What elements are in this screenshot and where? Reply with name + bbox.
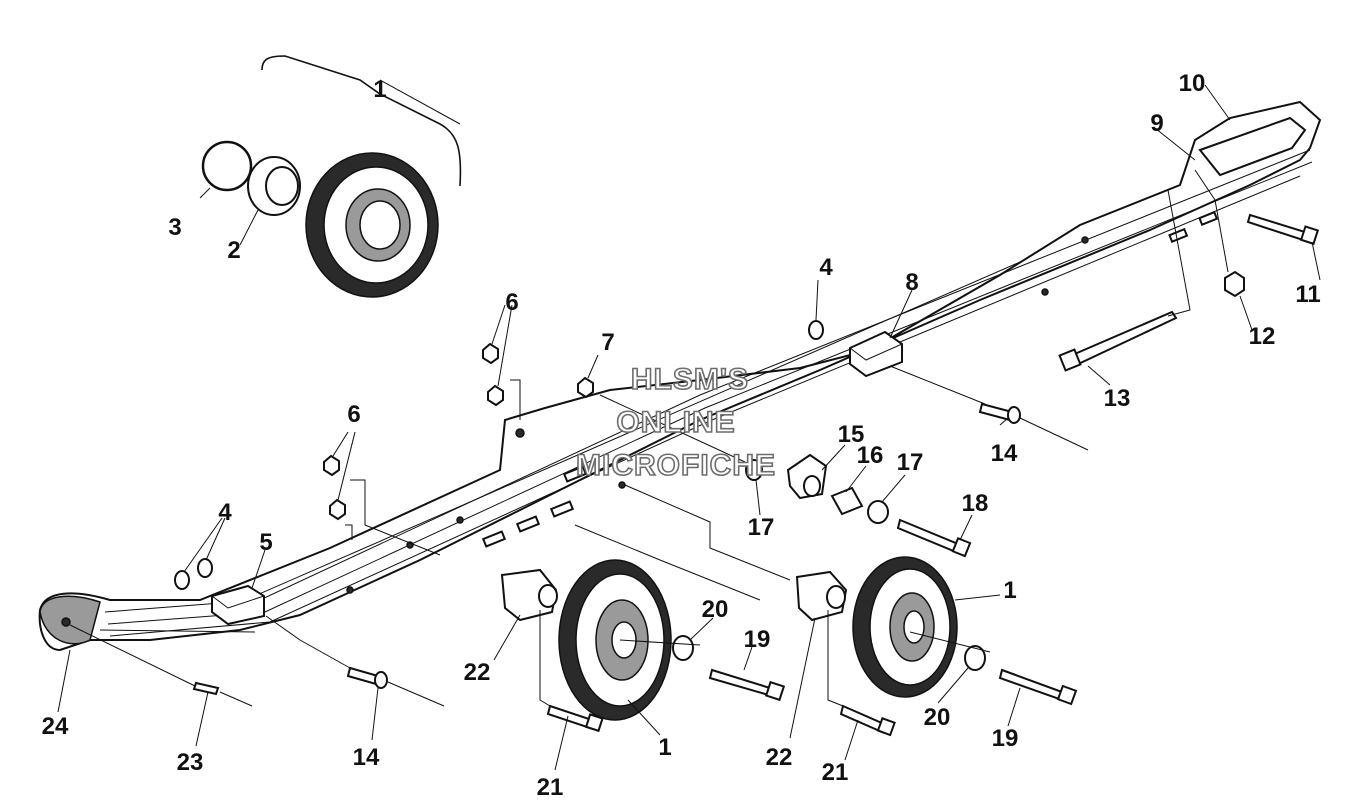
callout-10: 10: [1179, 70, 1206, 97]
callout-6-top: 6: [505, 289, 518, 316]
pin-14-right: [978, 402, 1089, 451]
nut-6-left-a: [323, 454, 340, 477]
axle-bolt-left: [708, 668, 786, 702]
watermark-line-1: HLSM'S: [631, 363, 749, 396]
nut-7: [577, 376, 594, 399]
nut-12: [1224, 270, 1245, 298]
spring-block-15: [786, 453, 828, 500]
callout-13: 13: [1104, 385, 1131, 412]
long-bolt-13: [1058, 310, 1178, 372]
stopper-block-5: [211, 584, 265, 626]
callout-18: 18: [962, 490, 989, 517]
callout-20-top: 20: [702, 596, 729, 623]
callout-5: 5: [259, 529, 272, 556]
callout-1-bottom: 1: [658, 734, 671, 761]
watermark-line-3: MICROFICHE: [576, 449, 776, 482]
callout-4-top: 4: [819, 254, 833, 281]
nut-6-top-a: [482, 342, 499, 365]
idler-wheel-right: [852, 556, 958, 698]
bolt-18: [896, 518, 972, 558]
bearing: [247, 156, 301, 216]
idler-wheel-top: [305, 152, 439, 298]
spacer-16: [830, 486, 864, 516]
callout-11: 11: [1295, 281, 1320, 308]
leader-lines: [57, 79, 1321, 771]
washer-4-top: [808, 320, 824, 340]
idler-wheel-left: [558, 559, 672, 721]
pin-14-bottom: [346, 666, 445, 707]
bolt-21-right: [839, 704, 896, 737]
washer-17-left: [745, 459, 763, 481]
washer-4-left-b: [197, 558, 213, 578]
axle-bracket-left: [500, 568, 558, 622]
washer-left: [672, 635, 694, 661]
bolt-21-left: [546, 704, 604, 733]
callout-17-left: 17: [748, 514, 775, 541]
callout-1-right: 1: [1003, 577, 1016, 604]
callout-8: 8: [905, 269, 918, 296]
callout-21-right: 21: [822, 759, 849, 786]
bolt-11: [1246, 213, 1320, 246]
callout-22-left: 22: [464, 659, 491, 686]
callout-19-top: 19: [744, 626, 771, 653]
callout-21-left: 21: [537, 774, 564, 801]
watermark: HLSM'S ONLINE MICROFICHE: [575, 362, 776, 483]
callout-14-right: 14: [991, 440, 1018, 467]
nut-6-left-b: [329, 498, 346, 521]
axle-bracket-right: [795, 570, 848, 622]
callout-4-left: 4: [218, 499, 232, 526]
callout-23: 23: [177, 749, 204, 776]
callout-14-bottom: 14: [353, 744, 380, 771]
washer-right: [964, 645, 986, 671]
washer-4-left-a: [174, 570, 190, 590]
axle-bolt-right: [998, 668, 1078, 706]
washer-17-right: [867, 500, 889, 524]
callout-7: 7: [601, 329, 614, 356]
callout-19-bottom: 19: [992, 725, 1019, 752]
stopper-block-8: [849, 330, 903, 378]
callout-6-left: 6: [347, 401, 360, 428]
watermark-line-2: ONLINE: [616, 406, 735, 439]
callout-9: 9: [1150, 110, 1163, 137]
callout-1-top: 1: [373, 76, 386, 103]
pin-23: [192, 681, 253, 707]
callout-3: 3: [168, 214, 181, 241]
callout-22-right: 22: [766, 744, 793, 771]
callout-24: 24: [42, 713, 69, 740]
nut-6-top-b: [487, 384, 504, 407]
callout-20-bottom: 20: [924, 704, 951, 731]
callout-16: 16: [857, 442, 884, 469]
slide-rail: [38, 100, 1322, 652]
wheel-assembly-exploded: [201, 55, 462, 298]
callout-12: 12: [1249, 323, 1276, 350]
callout-2: 2: [227, 237, 240, 264]
callout-17-right: 17: [897, 449, 924, 476]
callout-15: 15: [838, 421, 865, 448]
callout-labels: 1 2 3 4 4 5 6 6 7 8 9 10 11 12 13 14 14 …: [42, 70, 1321, 801]
